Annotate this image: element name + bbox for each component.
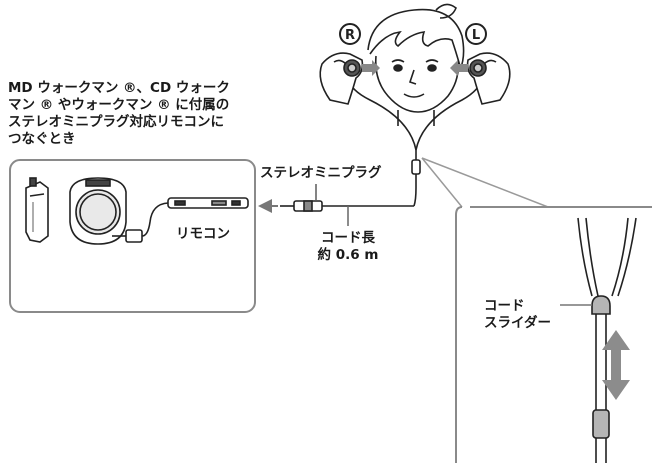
slider-line-2: スライダー: [484, 315, 551, 331]
cd-walkman-icon: [69, 177, 127, 245]
right-ear-label: R: [345, 28, 355, 43]
right-ear-badge: R: [339, 23, 361, 45]
stereo-mini-plug-icon: [280, 184, 414, 212]
stereo-plug-label: ステレオミニプラグ: [260, 165, 382, 181]
earphone-cord: [347, 77, 483, 207]
cord-slider-zoom: [577, 217, 637, 463]
remote-label: リモコン: [176, 226, 230, 242]
caption-line-2: マン ® やウォークマン ® に付属の: [8, 97, 230, 113]
earphone-icon: [343, 59, 487, 77]
cord-length-line-1: コード長: [321, 230, 375, 246]
connection-caption: MD ウォークマン ®、CD ウォーク マン ® やウォークマン ® に付属の …: [8, 80, 230, 148]
zoom-lines: [421, 157, 549, 208]
caption-line-1: MD ウォークマン ®、CD ウォーク: [8, 80, 230, 96]
insert-arrow-right-icon: [362, 60, 380, 76]
slider-line-1: コード: [484, 298, 525, 314]
slider-label: コード スライダー: [484, 298, 551, 332]
cord-length-line-2: 約 0.6 m: [317, 247, 379, 263]
caption-line-4: つなぐとき: [8, 131, 76, 147]
left-ear-badge: L: [465, 23, 487, 45]
cord-plug-end: [592, 409, 610, 439]
left-ear-label: L: [472, 28, 480, 43]
insert-arrow-left-icon: [450, 60, 468, 76]
person-illustration: [367, 3, 465, 126]
remote-control-icon: [141, 197, 249, 237]
device-box: [9, 159, 256, 313]
double-arrow-icon: [602, 330, 630, 400]
connect-arrow-icon: [258, 199, 278, 213]
cord-length-label: コード長 約 0.6 m: [312, 230, 384, 264]
md-walkman-icon: [25, 177, 49, 243]
caption-line-3: ステレオミニプラグ対応リモコンに: [8, 114, 224, 130]
remote-plug-icon: [112, 229, 143, 243]
zoom-panel: [455, 206, 652, 463]
cord-slider-icon: [591, 295, 611, 315]
